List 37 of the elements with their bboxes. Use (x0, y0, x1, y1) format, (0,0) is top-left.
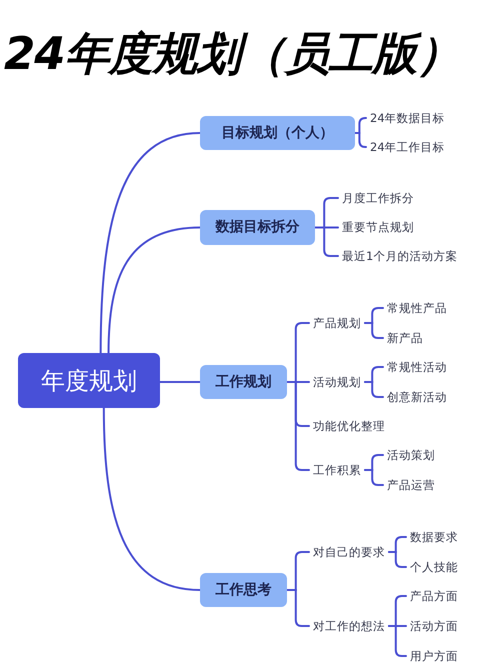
topic-box: 工作规划 (200, 365, 287, 399)
branch-label: 活动策划 (383, 447, 439, 463)
branch-label: 活动方面 (406, 618, 462, 634)
branch-label: 产品规划 (309, 315, 365, 331)
connector-line (388, 551, 407, 568)
connector-line (364, 469, 384, 486)
connector-line (354, 132, 367, 148)
branch-label: 重要节点规划 (338, 219, 418, 235)
branch-label: 常规性活动 (383, 359, 451, 375)
branch-label: 活动规划 (309, 374, 365, 390)
branch-label: 用户方面 (406, 648, 462, 664)
branch-label: 功能优化整理 (309, 418, 389, 434)
branch-label: 对自己的要求 (309, 544, 389, 560)
connector-line (364, 381, 384, 398)
connector-line (108, 226, 201, 354)
branch-label: 产品方面 (406, 588, 462, 604)
title-heading: 24年度规划（员工版） (4, 26, 461, 82)
branch-label: 24年数据目标 (366, 110, 449, 126)
branch-label: 新产品 (383, 330, 427, 346)
branch-label: 数据要求 (406, 529, 462, 545)
branch-label: 工作积累 (309, 462, 365, 478)
branch-label: 常规性产品 (383, 300, 451, 316)
connector-line (159, 381, 201, 383)
branch-label: 月度工作拆分 (338, 190, 418, 206)
topic-box: 数据目标拆分 (200, 210, 315, 245)
topic-box: 工作思考 (200, 573, 287, 607)
branch-label: 创意新活动 (383, 389, 451, 405)
central-topic-box: 年度规划 (18, 353, 160, 408)
connector-line (100, 132, 201, 354)
branch-label: 对工作的想法 (309, 618, 389, 634)
branch-label: 24年工作目标 (366, 139, 449, 155)
topic-box: 目标规划（个人） (200, 116, 355, 150)
branch-label: 最近1个月的活动方案 (338, 248, 462, 264)
connector-line (102, 407, 201, 591)
branch-label: 个人技能 (406, 559, 462, 575)
branch-label: 产品运营 (383, 477, 439, 493)
connector-line (364, 322, 384, 339)
